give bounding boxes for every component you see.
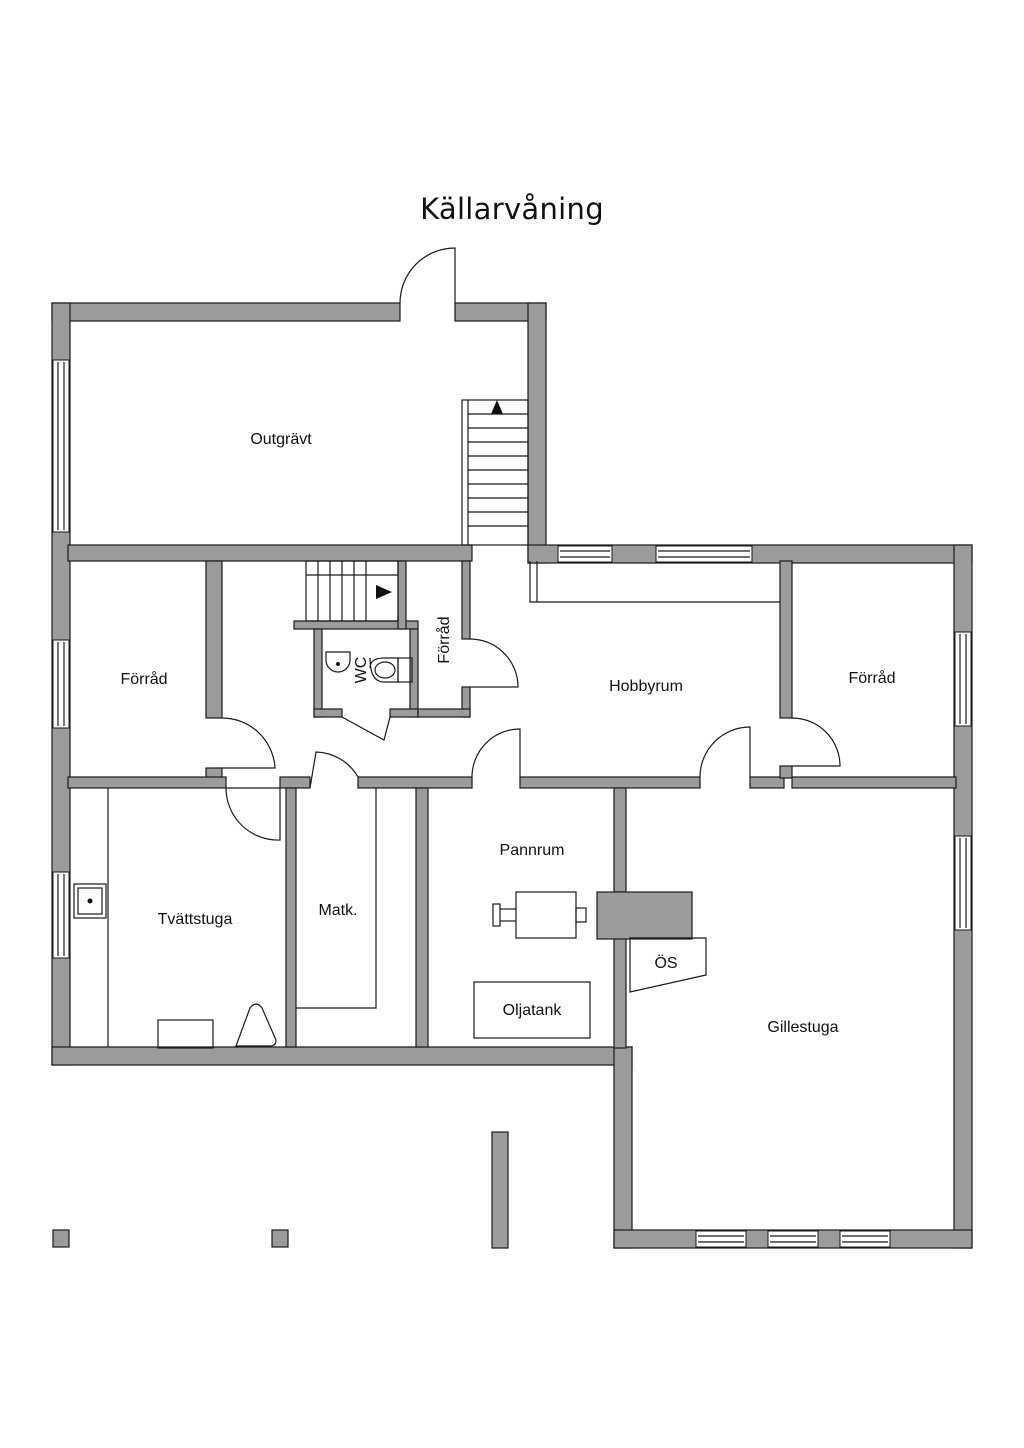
post — [491, 1131, 509, 1249]
stairs-main — [461, 399, 529, 546]
window-hobbyrum-2 — [655, 545, 753, 563]
door-entrance — [399, 247, 456, 304]
stair-arrow-icon — [491, 400, 503, 414]
label-forrad-right: Förråd — [848, 669, 895, 687]
door-forrad-right — [791, 717, 841, 767]
label-forrad-small: Förråd — [435, 616, 453, 663]
window-gillestuga-1 — [695, 1230, 747, 1248]
window-gillestuga-3 — [839, 1230, 891, 1248]
label-os: ÖS — [654, 954, 677, 972]
label-oljatank: Oljatank — [503, 1002, 563, 1019]
outer-walls — [51, 302, 973, 1249]
door-forrad-left — [221, 717, 276, 769]
window-hobbyrum-1 — [557, 545, 613, 563]
windows — [52, 359, 972, 1248]
boiler-icon — [492, 891, 587, 939]
label-tvattstuga: Tvättstuga — [158, 911, 233, 928]
washer-icon — [157, 1019, 214, 1049]
door-pannrum — [471, 728, 521, 778]
label-pannrum: Pannrum — [500, 842, 565, 859]
label-outgravt: Outgrävt — [250, 431, 312, 448]
dryer-icon — [235, 1003, 277, 1047]
interior-walls — [67, 544, 957, 1049]
label-wc: WC — [353, 657, 370, 684]
label-forrad-left: Förråd — [120, 670, 167, 688]
oil-tank — [473, 981, 591, 1039]
label-gillestuga: Gillestuga — [767, 1019, 838, 1036]
label-matk: Matk. — [318, 902, 357, 919]
fixtures — [73, 561, 780, 1049]
door-forrad-small — [469, 638, 519, 688]
plan-title: Källarvåning — [420, 192, 604, 226]
post — [52, 1229, 70, 1248]
wc-sink-icon — [325, 651, 351, 673]
window-gillestuga-side — [954, 835, 972, 931]
label-hobbyrum: Hobbyrum — [609, 678, 683, 695]
window-outgravt — [52, 359, 70, 533]
door-matk — [309, 751, 359, 789]
stairs-inner — [305, 560, 399, 622]
door-tvattstuga — [225, 787, 281, 841]
exterior-posts — [52, 1131, 509, 1249]
door-gillestuga — [699, 726, 751, 778]
window-gillestuga-2 — [767, 1230, 819, 1248]
window-forrad-right — [954, 631, 972, 727]
window-tvattstuga — [52, 871, 70, 959]
door-wc — [341, 716, 391, 741]
stair-arrow-icon — [376, 585, 392, 599]
os-fixture — [629, 937, 707, 993]
doors — [221, 247, 841, 841]
sink-icon — [73, 883, 107, 919]
room-labels: Outgrävt Förråd Förråd WC Hobbyrum Förrå… — [120, 431, 895, 1036]
window-forrad-left — [52, 639, 70, 729]
post — [271, 1229, 289, 1248]
